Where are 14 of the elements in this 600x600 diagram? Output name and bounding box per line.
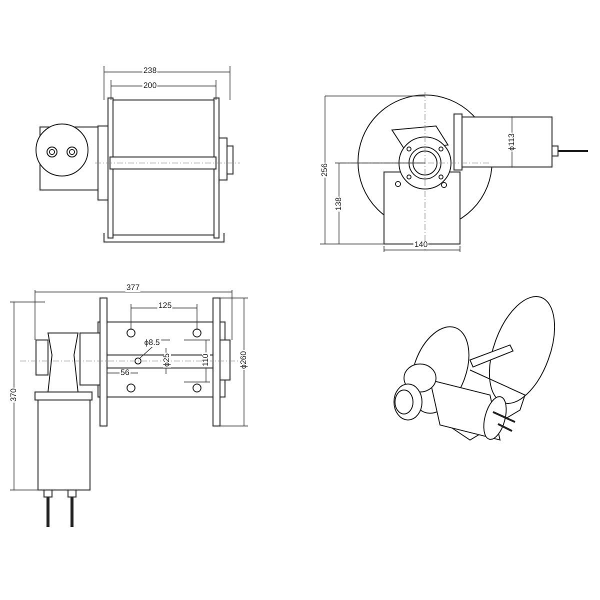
- dimension-label: 140: [413, 241, 429, 249]
- dimension-label: 238: [142, 67, 158, 75]
- dimension-label: ϕ113: [508, 132, 516, 152]
- dimension-label: 200: [142, 82, 158, 90]
- dimension-label: ϕ8.5: [143, 339, 161, 347]
- dimension-label: 56: [120, 369, 130, 377]
- dimension-label: 125: [157, 302, 173, 310]
- dimension-label: 256: [321, 162, 329, 178]
- dimension-label: ϕ25: [163, 352, 171, 368]
- dimension-label: ϕ260: [240, 350, 248, 370]
- dimension-label: 110: [202, 352, 210, 368]
- dimension-label: 370: [10, 387, 18, 403]
- dimension-label: 377: [125, 284, 141, 292]
- dimension-label: 138: [335, 196, 343, 212]
